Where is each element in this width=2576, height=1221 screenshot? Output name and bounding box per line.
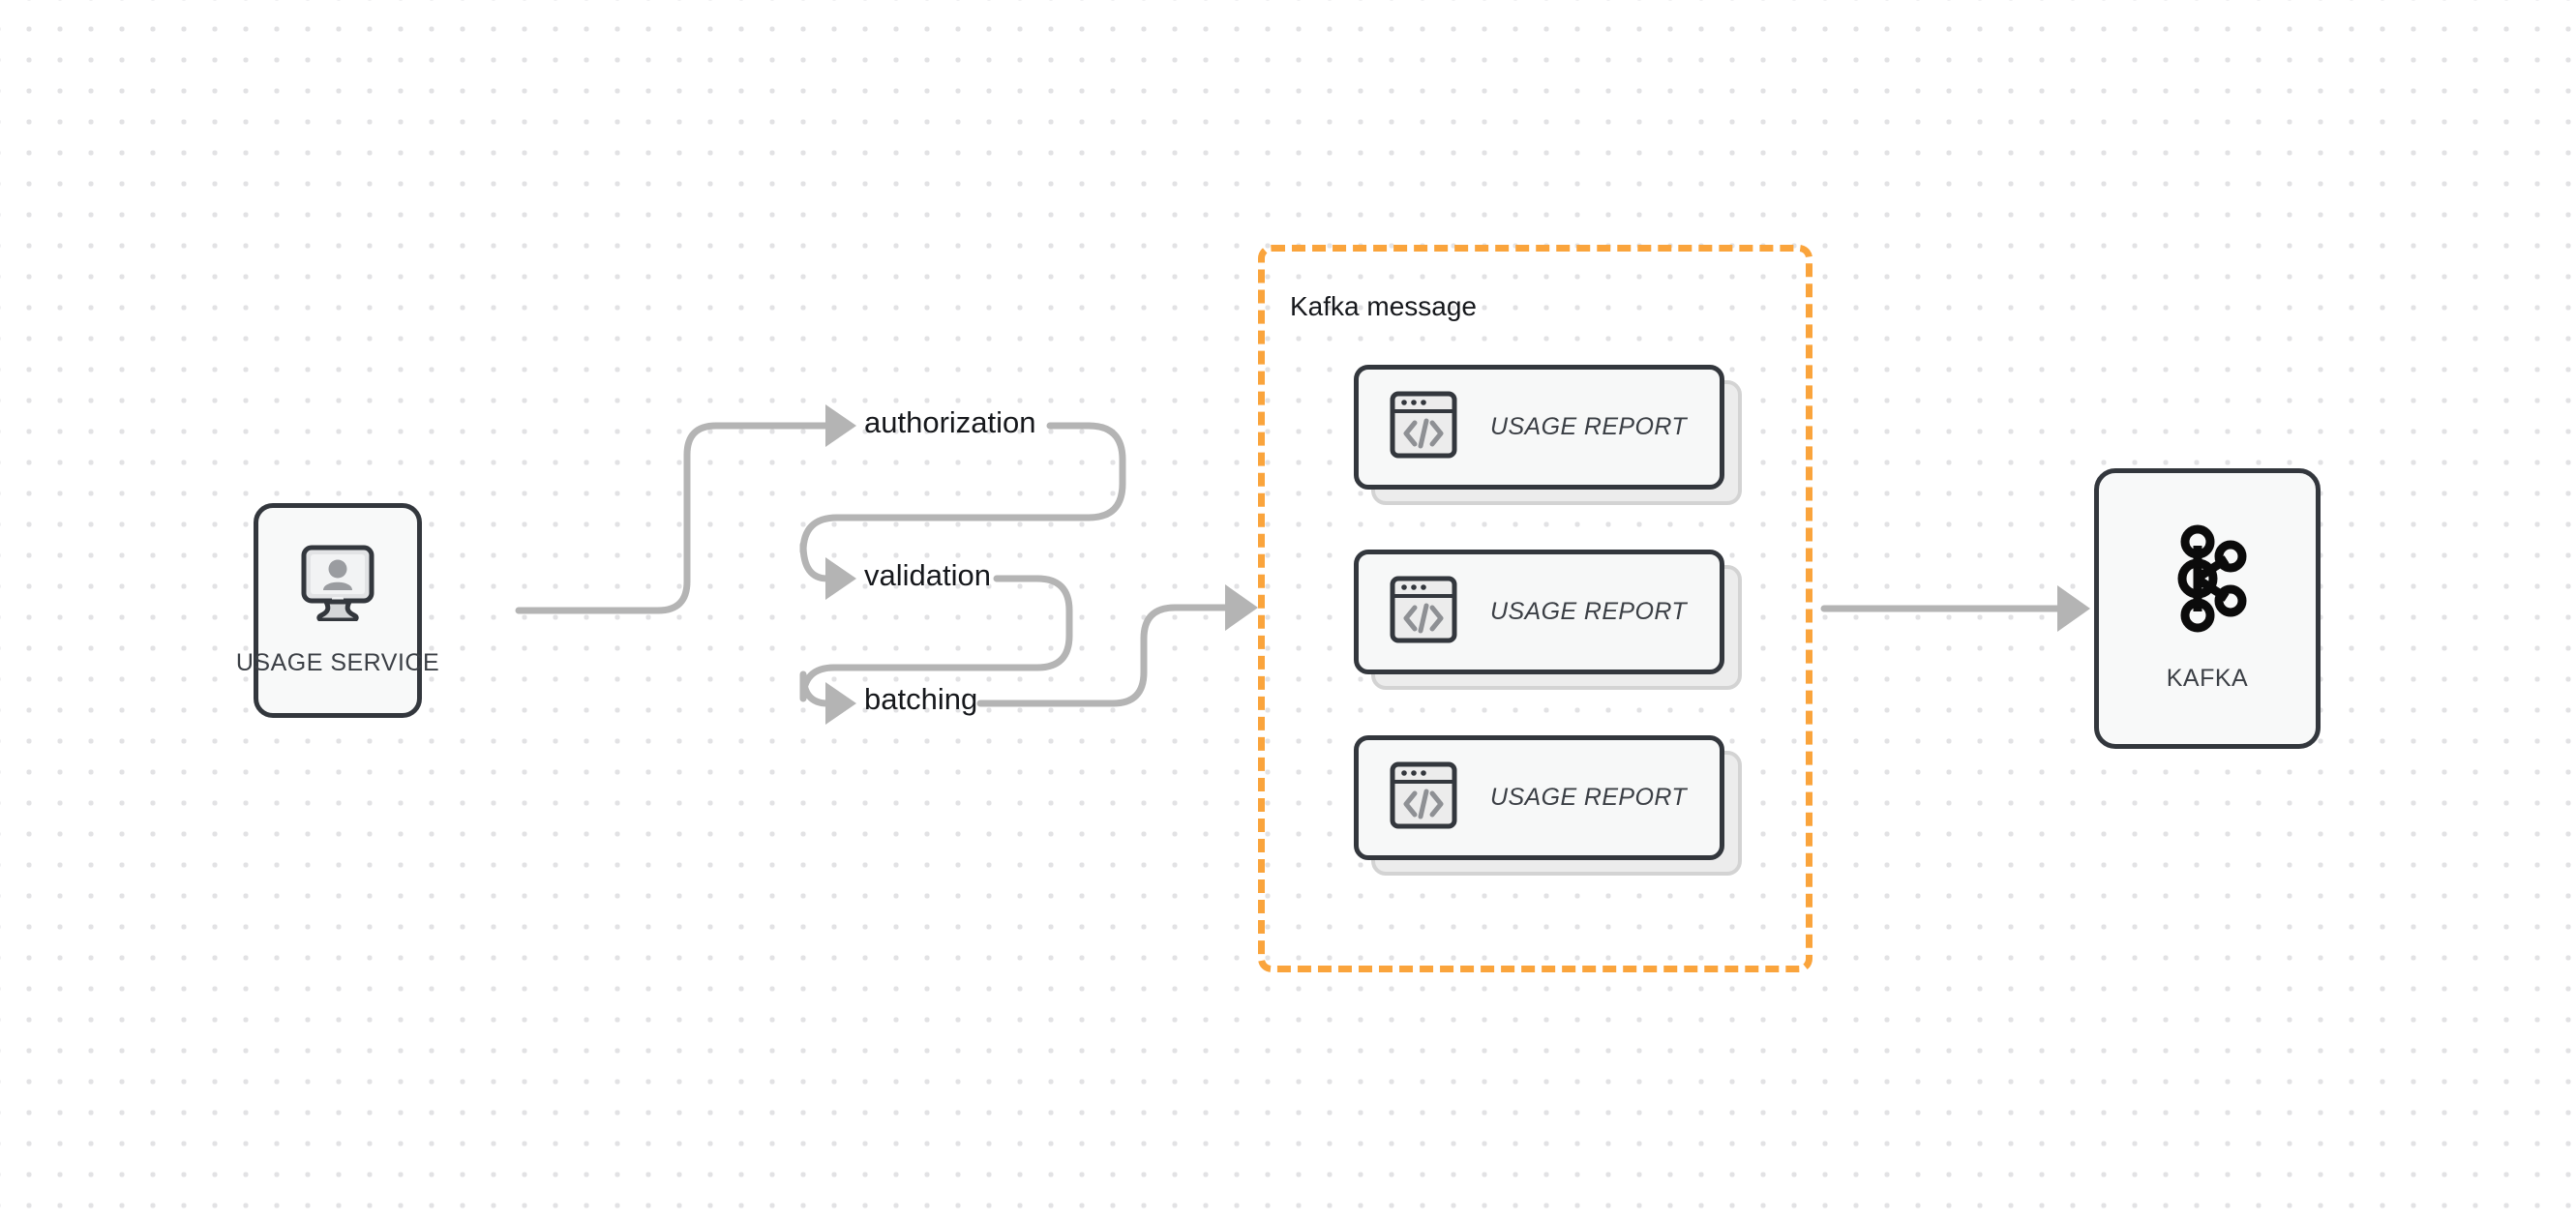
node-kafka[interactable]: KAFKA bbox=[2094, 468, 2321, 749]
flow-step-validation[interactable]: validation bbox=[864, 558, 991, 592]
arrowhead-icon bbox=[825, 682, 856, 725]
code-window-icon bbox=[1390, 761, 1457, 834]
connector-batching-to-kafka-message bbox=[976, 584, 1258, 707]
usage-report-card[interactable]: USAGE REPORT bbox=[1354, 735, 1742, 876]
kafka-message-title: Kafka message bbox=[1290, 291, 1477, 321]
usage-report-card[interactable]: USAGE REPORT bbox=[1354, 365, 1742, 505]
kafka-message-group[interactable] bbox=[1258, 245, 1812, 972]
usage-report-card-label: USAGE REPORT bbox=[1490, 784, 1687, 811]
arrowhead-icon bbox=[825, 557, 856, 600]
arrowhead-icon bbox=[825, 404, 856, 447]
kafka-logo-icon bbox=[2161, 524, 2254, 638]
connector-usage-service-to-authorization bbox=[515, 404, 856, 614]
flow-step-batching[interactable]: batching bbox=[864, 682, 978, 716]
connector-kafka-message-to-kafka bbox=[1820, 585, 2090, 632]
usage-report-card-label: USAGE REPORT bbox=[1490, 413, 1687, 440]
code-window-icon bbox=[1390, 391, 1457, 463]
card-face[interactable]: USAGE REPORT bbox=[1354, 365, 1724, 490]
card-face[interactable]: USAGE REPORT bbox=[1354, 550, 1724, 674]
code-window-icon bbox=[1390, 576, 1457, 648]
monitor-user-icon bbox=[296, 544, 379, 626]
arrowhead-icon bbox=[1225, 584, 1258, 631]
node-kafka-label: KAFKA bbox=[2166, 665, 2249, 692]
usage-report-card-label: USAGE REPORT bbox=[1490, 598, 1687, 625]
flow-step-authorization[interactable]: authorization bbox=[864, 405, 1036, 439]
arrowhead-icon bbox=[2057, 585, 2090, 632]
node-usage-service[interactable]: USAGE SERVICE bbox=[236, 503, 439, 718]
usage-report-card[interactable]: USAGE REPORT bbox=[1354, 550, 1742, 690]
node-usage-service-label: USAGE SERVICE bbox=[235, 649, 440, 676]
card-face[interactable]: USAGE REPORT bbox=[1354, 735, 1724, 860]
